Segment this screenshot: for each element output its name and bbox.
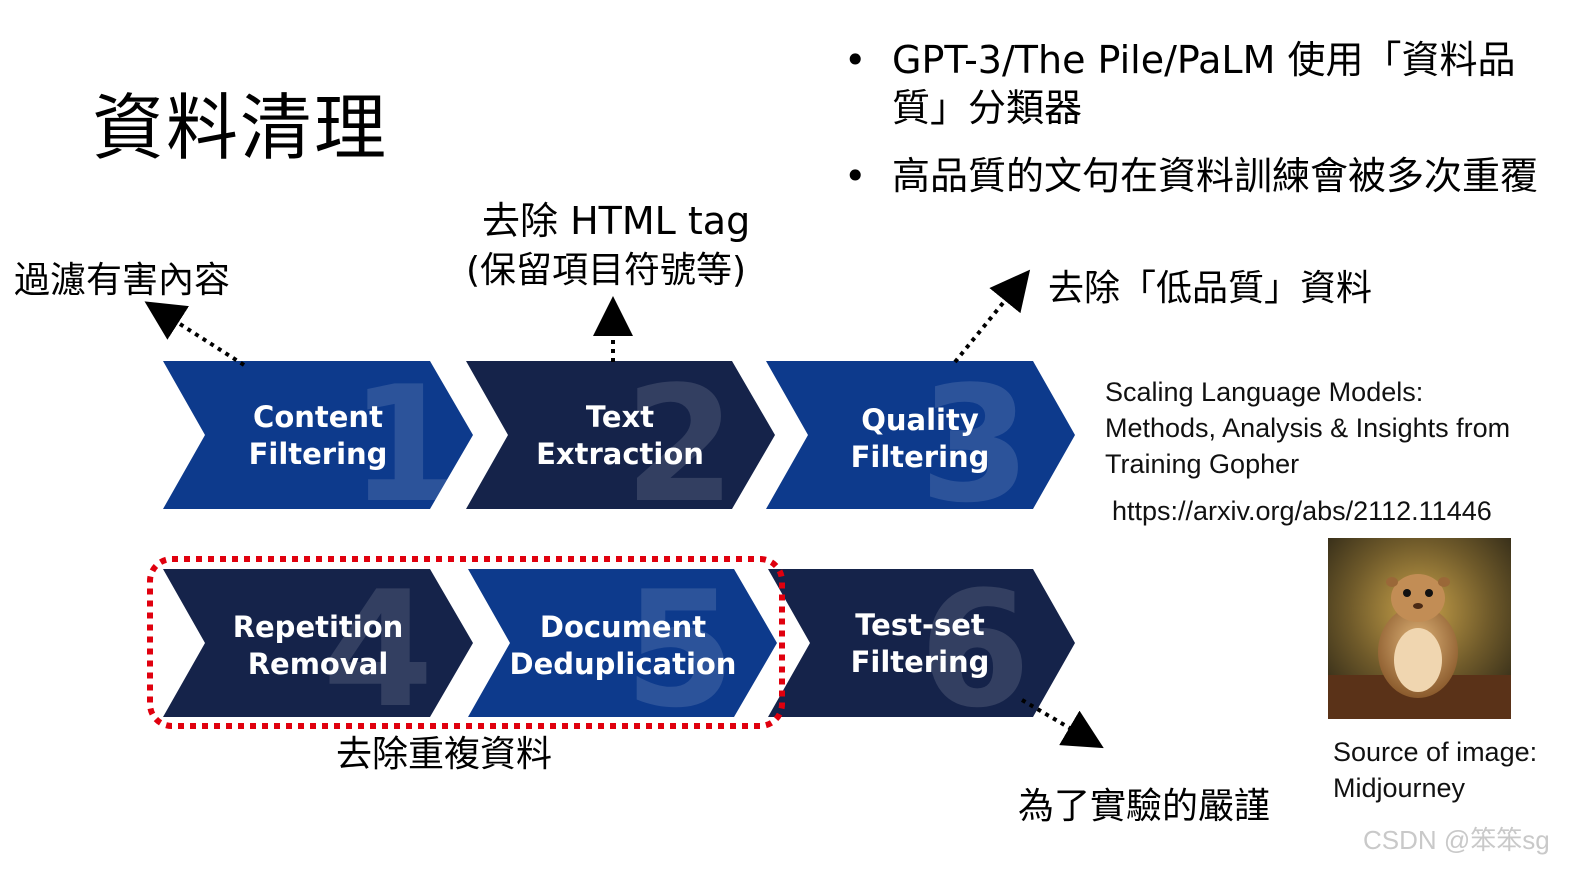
step-label: Document	[540, 610, 706, 644]
annotation-remove-duplicates: 去除重複資料	[336, 734, 553, 775]
annotation-remove-low-quality: 去除「低品質」資料	[1048, 268, 1373, 309]
step-label: Filtering	[851, 440, 990, 474]
step-label: Removal	[248, 647, 389, 681]
step-6-chevron: 6 Test-set Filtering	[768, 556, 1075, 743]
reference-line: Training Gopher	[1105, 449, 1300, 479]
step-number: 4	[322, 556, 433, 743]
step-number: 2	[624, 351, 735, 538]
slide-title: 資料清理	[92, 86, 389, 170]
image-source-name: Midjourney	[1333, 773, 1466, 803]
step-label: Quality	[861, 403, 979, 437]
annotation-remove-html: 去除 HTML tag	[482, 199, 751, 243]
step-4-chevron: 4 Repetition Removal	[163, 556, 473, 743]
step-1-chevron: 1 Content Filtering	[163, 351, 473, 538]
watermark: CSDN @笨笨sg	[1363, 825, 1550, 855]
bullet-item: • 高品質的文句在資料訓練會被多次重覆	[840, 152, 1560, 200]
bullet-marker: •	[844, 38, 867, 82]
step-label: Content	[253, 400, 383, 434]
step-label: Test-set	[855, 608, 985, 642]
reference-line: Methods, Analysis & Insights from	[1105, 413, 1511, 443]
bullet-text: 高品質的文句在資料訓練會被多次重覆	[892, 154, 1539, 198]
annotation-keep-bullets: (保留項目符號等)	[466, 250, 747, 291]
arrow-to-experiment-rigor	[1020, 698, 1104, 749]
reference-citation: Scaling Language Models: Methods, Analys…	[1105, 374, 1510, 482]
bullet-marker: •	[844, 154, 867, 198]
duplicate-removal-highlight	[147, 556, 785, 729]
annotation-experiment-rigor: 為了實驗的嚴謹	[1018, 786, 1271, 827]
step-number: 1	[349, 351, 460, 538]
step-number: 6	[919, 556, 1030, 743]
step-label: Text	[586, 400, 654, 434]
gopher-photo	[1328, 538, 1511, 719]
image-source: Source of image: Midjourney	[1333, 734, 1537, 806]
reference-url[interactable]: https://arxiv.org/abs/2112.11446	[1112, 496, 1492, 526]
step-label: Deduplication	[510, 647, 737, 681]
step-number: 3	[919, 351, 1030, 538]
step-label: Repetition	[233, 610, 404, 644]
bullet-list: • GPT-3/The Pile/PaLM 使用「資料品質」分類器 • 高品質的文句…	[840, 36, 1560, 220]
bullet-text: GPT-3/The Pile/PaLM 使用「資料品質」分類器	[892, 38, 1516, 130]
image-source-label: Source of image:	[1333, 737, 1538, 767]
step-label: Filtering	[851, 645, 990, 679]
arrow-to-filter-harmful	[144, 301, 246, 367]
step-2-chevron: 2 Text Extraction	[466, 351, 775, 538]
annotation-filter-harmful: 過濾有害內容	[14, 260, 231, 301]
bullet-item: • GPT-3/The Pile/PaLM 使用「資料品質」分類器	[840, 36, 1560, 132]
step-label: Filtering	[249, 437, 388, 471]
step-number: 5	[624, 556, 735, 743]
step-5-chevron: 5 Document Deduplication	[468, 556, 777, 743]
reference-line: Scaling Language Models:	[1105, 377, 1424, 407]
step-3-chevron: 3 Quality Filtering	[766, 351, 1075, 538]
step-label: Extraction	[536, 437, 704, 471]
arrow-to-remove-low-quality	[953, 269, 1031, 364]
